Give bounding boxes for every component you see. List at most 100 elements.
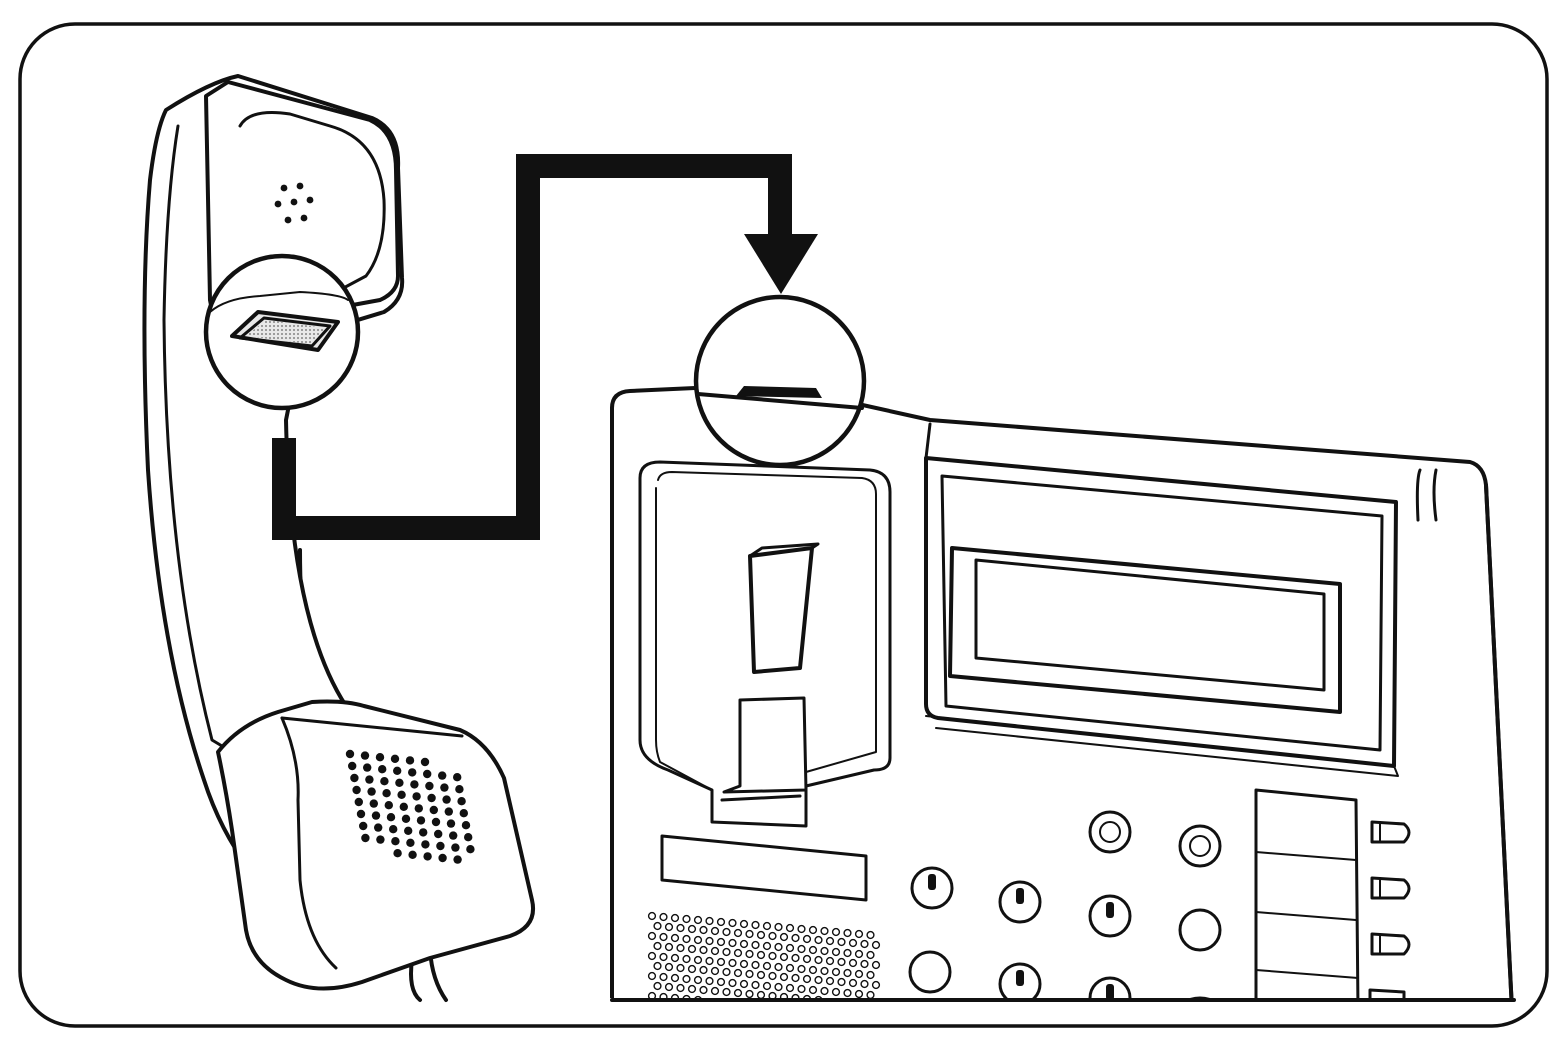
mouthpiece-hole	[391, 755, 399, 763]
mouthpiece-hole	[434, 830, 442, 838]
phone-base	[612, 388, 1514, 1018]
speaker-hole	[764, 943, 771, 950]
speaker-hole	[666, 984, 673, 991]
speaker-hole	[758, 932, 765, 939]
mouthpiece-hole	[374, 823, 382, 831]
speaker-hole	[723, 949, 730, 956]
speaker-hole	[787, 985, 794, 992]
mouthpiece-hole	[462, 821, 470, 829]
speaker-hole	[660, 954, 667, 961]
speaker-hole	[712, 988, 719, 995]
mouthpiece-hole	[376, 753, 384, 761]
speaker-hole	[660, 974, 667, 981]
mouthpiece-hole	[438, 771, 446, 779]
speaker-hole	[810, 987, 817, 994]
speaker-hole	[689, 966, 696, 973]
speaker-hole	[683, 976, 690, 983]
mouthpiece-hole	[408, 851, 416, 859]
speaker-hole	[706, 978, 713, 985]
speaker-hole	[723, 969, 730, 976]
speaker-hole	[827, 938, 834, 945]
mouthpiece-hole	[430, 806, 438, 814]
speaker-hole	[856, 931, 863, 938]
speaker-hole	[867, 972, 874, 979]
mouthpiece	[218, 702, 533, 989]
speaker-hole	[867, 932, 874, 939]
speaker-hole	[850, 960, 857, 967]
speaker-hole	[787, 925, 794, 932]
mouthpiece-hole	[361, 834, 369, 842]
speaker-hole	[683, 916, 690, 923]
speaker-hole	[695, 957, 702, 964]
speaker-hole	[729, 980, 736, 987]
speaker-hole	[752, 962, 759, 969]
speaker-hole	[764, 963, 771, 970]
speaker-hole	[867, 952, 874, 959]
mouthpiece-hole	[417, 816, 425, 824]
speaker-hole	[764, 923, 771, 930]
earpiece-hole	[285, 217, 292, 224]
speaker-hole	[712, 928, 719, 935]
speaker-hole	[695, 917, 702, 924]
speaker-hole	[792, 975, 799, 982]
speaker-hole	[844, 990, 851, 997]
speaker-hole	[735, 930, 742, 937]
speaker-hole	[672, 935, 679, 942]
earpiece-hole	[307, 197, 314, 204]
phone-key	[1180, 826, 1220, 866]
speaker-hole	[827, 978, 834, 985]
speaker-hole	[856, 951, 863, 958]
mouthpiece-hole	[357, 810, 365, 818]
speaker-hole	[695, 977, 702, 984]
speaker-hole	[821, 988, 828, 995]
phone-key	[910, 952, 950, 992]
mouthpiece-hole	[391, 837, 399, 845]
earpiece-hole	[297, 183, 304, 190]
earpiece-hole	[301, 215, 308, 222]
speaker-hole	[758, 992, 765, 999]
mouthpiece-hole	[387, 813, 395, 821]
speaker-hole	[758, 952, 765, 959]
speaker-hole	[792, 935, 799, 942]
mouthpiece-hole	[466, 845, 474, 853]
speaker-hole	[741, 941, 748, 948]
mouthpiece-hole	[402, 815, 410, 823]
mouthpiece-hole	[423, 770, 431, 778]
mouthpiece-hole	[385, 801, 393, 809]
speaker-hole	[666, 924, 673, 931]
mouthpiece-hole	[445, 807, 453, 815]
speaker-hole	[723, 929, 730, 936]
speaker-hole	[735, 970, 742, 977]
speaker-hole	[729, 940, 736, 947]
mouthpiece-hole	[406, 756, 414, 764]
speaker-hole	[735, 990, 742, 997]
speaker-hole	[775, 984, 782, 991]
mouthpiece-hole	[460, 809, 468, 817]
mouthpiece-hole	[410, 780, 418, 788]
mouthpiece-hole	[400, 803, 408, 811]
speaker-hole	[815, 957, 822, 964]
speaker-hole	[844, 930, 851, 937]
speaker-hole	[804, 936, 811, 943]
mouthpiece-hole	[421, 758, 429, 766]
speaker-hole	[746, 931, 753, 938]
speaker-hole	[672, 975, 679, 982]
speaker-hole	[781, 954, 788, 961]
earpiece-hole	[275, 201, 282, 208]
speaker-hole	[873, 982, 880, 989]
speaker-hole	[735, 950, 742, 957]
speaker-hole	[672, 955, 679, 962]
mouthpiece-hole	[389, 825, 397, 833]
mouthpiece-hole	[451, 843, 459, 851]
speaker-hole	[821, 968, 828, 975]
speaker-hole	[712, 948, 719, 955]
speaker-hole	[677, 945, 684, 952]
speaker-hole	[827, 958, 834, 965]
speaker-hole	[798, 946, 805, 953]
mouthpiece-hole	[395, 779, 403, 787]
speaker-hole	[729, 920, 736, 927]
mouthpiece-hole	[453, 773, 461, 781]
mouthpiece-hole	[457, 797, 465, 805]
speaker-hole	[815, 937, 822, 944]
